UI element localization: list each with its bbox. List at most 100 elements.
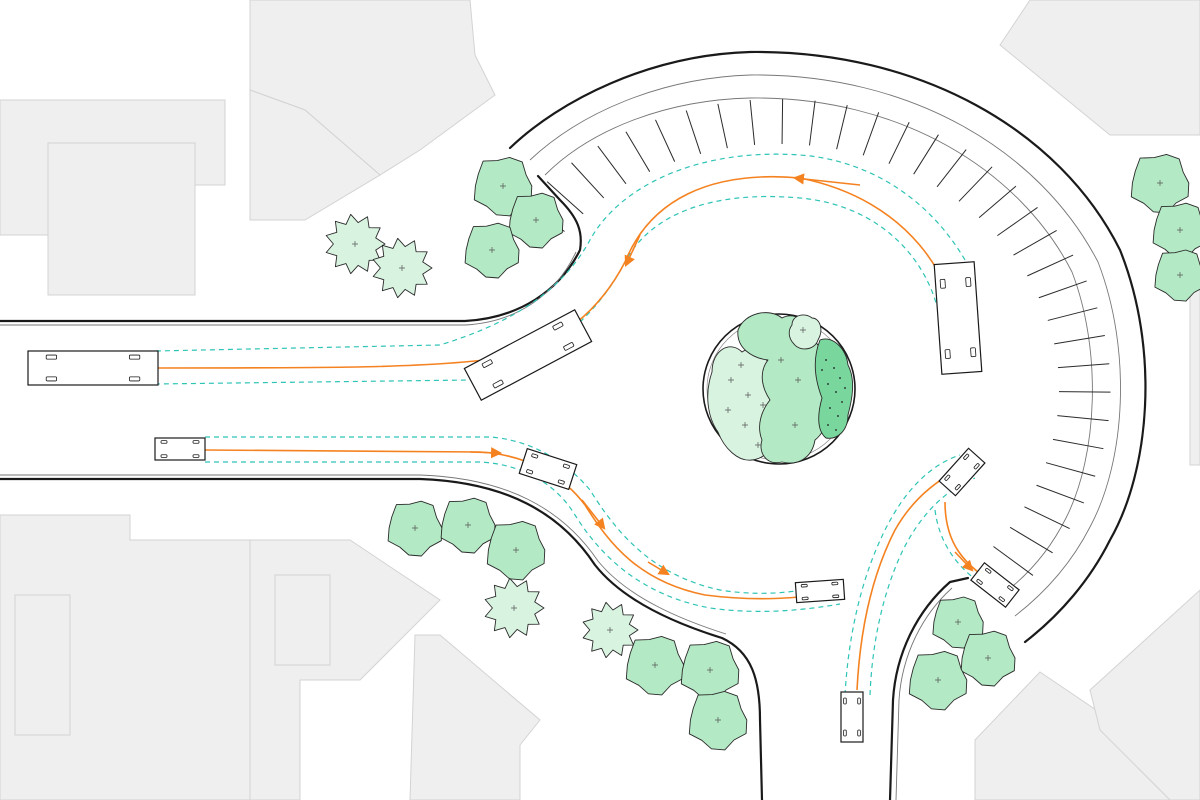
parking-bay-line <box>1009 526 1053 554</box>
path-northloop-continue <box>154 261 626 369</box>
vehicle-wheel <box>843 697 847 705</box>
path-south-arrow-2 <box>581 499 606 530</box>
vehicle-wheel <box>954 484 961 491</box>
parking-bay-line <box>1038 280 1087 299</box>
vehicle-icon <box>518 447 578 491</box>
parking-bay-line <box>571 162 605 199</box>
vehicle-wheel <box>160 440 168 444</box>
parking-bay-line <box>1013 230 1057 256</box>
vehicle-icon <box>938 447 986 497</box>
parking-bay-line <box>913 134 939 175</box>
tree-center-mark <box>955 619 961 625</box>
vehicle-wheel <box>963 453 970 460</box>
vehicle-wheel <box>129 376 141 382</box>
vehicle-wheel <box>563 342 575 351</box>
parking-bay-line <box>1052 438 1104 450</box>
tree-center-mark <box>465 522 471 528</box>
tree-center-mark <box>985 655 991 661</box>
tree-center-mark <box>1157 180 1163 186</box>
parking-bays <box>524 98 1111 576</box>
vehicle-wheel <box>552 321 564 331</box>
southeast-curb-inner <box>895 587 953 800</box>
parking-bay-line <box>1057 363 1110 369</box>
building <box>14 594 71 736</box>
parking-bay-line <box>1027 254 1074 277</box>
parking-bay-line <box>749 99 756 145</box>
parking-bay-line <box>625 131 651 172</box>
outer-ring-line <box>529 74 1121 617</box>
vehicle-wheel <box>129 354 141 360</box>
vehicle-wheel <box>160 454 168 458</box>
tree-center-mark <box>533 217 539 223</box>
vehicle-body <box>463 308 593 402</box>
parking-bay-line <box>1045 462 1096 477</box>
parking-bay-line <box>685 110 702 154</box>
vehicle-wheel <box>944 474 951 481</box>
parking-bay-line <box>717 103 728 149</box>
tree-center-mark <box>715 717 721 723</box>
parking-bay-line <box>958 166 993 202</box>
vehicle-icon <box>27 350 159 386</box>
envelope-northloop-outer <box>154 153 966 352</box>
envelope-south-upper <box>205 436 841 594</box>
path-southeast-branch-arrow <box>954 551 974 572</box>
parking-bay-line <box>1024 506 1070 529</box>
building <box>1089 589 1200 800</box>
parking-bay-line <box>993 546 1034 576</box>
parking-bay-line <box>1036 484 1085 504</box>
vehicle-wheel <box>481 359 493 368</box>
tree-center-mark <box>352 241 358 247</box>
tree-center-mark <box>412 525 418 531</box>
parking-back-line <box>544 97 1093 595</box>
parking-bay-line <box>997 207 1038 237</box>
vehicle-wheel <box>998 596 1005 603</box>
road-edges <box>0 50 1147 800</box>
parking-bay-line <box>597 145 627 185</box>
parking-bay-line <box>836 105 848 150</box>
vehicle-icon <box>840 691 864 743</box>
central-island <box>702 312 856 465</box>
envelope-south-lower <box>205 461 841 613</box>
island-shrub-dark <box>814 338 854 439</box>
parking-bay-line <box>888 122 910 164</box>
vehicle-wheel <box>970 347 977 358</box>
tree-center-mark <box>399 265 405 271</box>
vehicle-icon <box>154 437 206 461</box>
tree-center-mark <box>1177 272 1183 278</box>
tree-center-mark <box>1177 227 1183 233</box>
parking-bay-line <box>978 185 1017 219</box>
building <box>47 142 196 296</box>
island-marks <box>725 327 806 448</box>
vehicle-wheel <box>944 349 951 359</box>
path-south-arrow-3 <box>647 561 670 576</box>
vehicle-body <box>840 691 864 743</box>
vehicle-wheel <box>192 440 200 444</box>
vehicle-wheel <box>562 463 570 469</box>
vehicle-wheel <box>831 581 839 586</box>
vehicle-body <box>970 561 1020 609</box>
vehicle-wheel <box>557 479 565 485</box>
building <box>409 634 541 800</box>
island-dots <box>821 359 846 431</box>
vehicle-icon <box>794 578 846 604</box>
parking-bay-line <box>936 149 967 188</box>
vehicle-wheel <box>976 578 983 585</box>
tree-center-mark <box>935 677 941 683</box>
envelope-southeast-left <box>844 454 961 696</box>
vehicle-icon <box>933 261 983 375</box>
tree-center-mark <box>500 183 506 189</box>
vehicle-wheel <box>985 567 992 574</box>
parking-bay-line <box>1047 307 1098 321</box>
tree-center-mark <box>513 547 519 553</box>
vehicle-wheel <box>973 463 980 470</box>
south-curb-inner <box>0 474 727 635</box>
path-south-arrow-1 <box>469 447 503 459</box>
vehicle-body <box>518 447 578 491</box>
vehicles <box>27 261 1020 743</box>
vehicle-wheel <box>531 453 539 459</box>
parking-bay-line <box>781 98 784 145</box>
vehicle-wheel <box>1007 585 1014 592</box>
building <box>249 89 381 221</box>
